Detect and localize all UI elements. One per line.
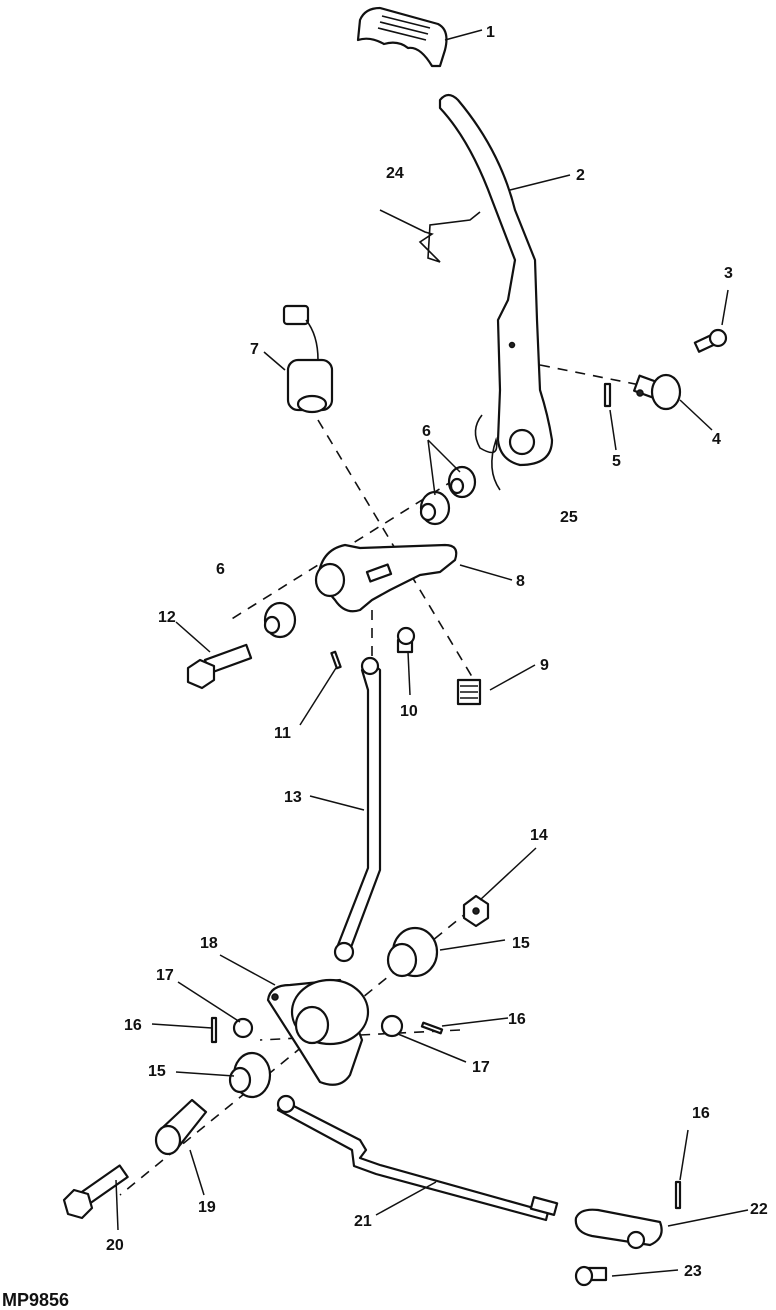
callout-15-right: 15	[512, 935, 530, 952]
part-22-clevis	[574, 1208, 663, 1250]
callout-6-lower: 6	[216, 561, 225, 578]
part-5-spring-pin	[603, 382, 612, 408]
callout-19: 19	[198, 1199, 216, 1216]
callout-16-lower: 16	[692, 1105, 710, 1122]
callout-15-left: 15	[148, 1063, 166, 1080]
callout-24: 24	[386, 165, 404, 182]
part-16-17-pins-washers	[210, 1014, 682, 1210]
leader-lines	[115, 29, 749, 1277]
callout-20: 20	[106, 1237, 124, 1254]
part-19-spacer	[154, 1098, 208, 1156]
callout-21: 21	[354, 1213, 372, 1230]
callout-6-upper: 6	[422, 423, 431, 440]
callout-7: 7	[250, 341, 259, 358]
part-21-long-rod	[276, 1094, 559, 1222]
part-14-nut	[462, 894, 490, 928]
callout-2: 2	[576, 167, 585, 184]
part-3-bolt	[693, 328, 728, 353]
part-12-bolt	[186, 643, 253, 690]
part-25-spring	[474, 414, 501, 491]
callout-23: 23	[684, 1263, 702, 1280]
callout-17-right: 17	[472, 1059, 490, 1076]
callout-10: 10	[400, 703, 418, 720]
callout-16-right: 16	[508, 1011, 526, 1028]
callout-18: 18	[200, 935, 218, 952]
part-18-bell-crank	[266, 978, 370, 1086]
part-10-bolt	[396, 626, 416, 654]
part-20-bolt	[62, 1164, 129, 1220]
part-11-cotter-pin	[330, 650, 342, 670]
part-9-bolt	[456, 678, 482, 706]
figure-code: MP9856	[2, 1290, 69, 1310]
callout-12: 12	[158, 609, 176, 626]
part-2-pedal-lever	[438, 93, 554, 467]
callout-4: 4	[712, 431, 721, 448]
callout-1: 1	[486, 24, 495, 41]
callout-22: 22	[750, 1201, 768, 1218]
callout-3: 3	[724, 265, 733, 282]
callout-8: 8	[516, 573, 525, 590]
part-7-switch	[282, 304, 334, 414]
part-8-bracket	[314, 543, 458, 613]
part-24-spring-wire	[379, 209, 481, 263]
callout-14: 14	[530, 827, 548, 844]
part-1-knob	[356, 6, 448, 68]
callout-17-left: 17	[156, 967, 174, 984]
part-4-pin	[633, 373, 682, 411]
callout-16-left: 16	[124, 1017, 142, 1034]
part-23-pin	[574, 1265, 608, 1287]
callout-13: 13	[284, 789, 302, 806]
part-15-bushings	[228, 926, 439, 1099]
callout-11: 11	[274, 725, 291, 742]
callout-9: 9	[540, 657, 549, 674]
callout-5: 5	[612, 453, 621, 470]
callout-labels: 1 2 3 4 5 6 6 7 8 9 10 11 12 13 14 15 15…	[106, 24, 768, 1280]
callout-25: 25	[560, 509, 578, 526]
part-13-rod	[333, 656, 382, 963]
